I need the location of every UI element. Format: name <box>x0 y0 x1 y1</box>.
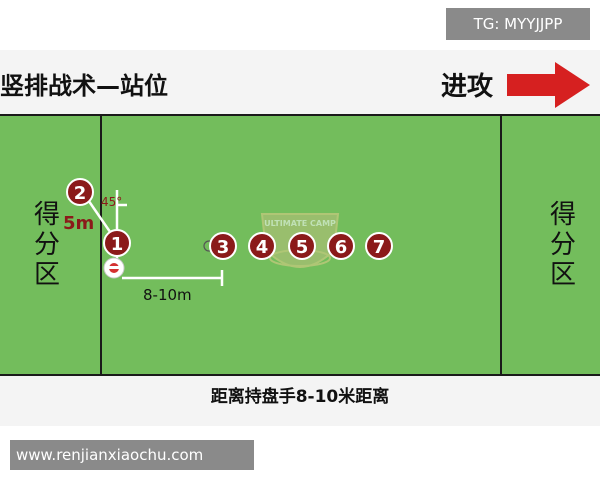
watermark-top: TG: MYYJJPP <box>446 8 590 40</box>
angle-label: 45° <box>101 195 122 209</box>
endzone-left-char-2: 分 <box>33 230 60 260</box>
player-number-6: 6 <box>335 237 348 258</box>
player-marker-6: 6 <box>327 232 355 260</box>
player-marker-4: 4 <box>248 232 276 260</box>
player-number-7: 7 <box>373 237 386 258</box>
attack-label: 进攻 <box>441 72 494 102</box>
player-marker-5: 5 <box>288 232 316 260</box>
player-marker-1: 1 <box>103 229 131 257</box>
player-marker-2: 2 <box>66 178 94 206</box>
left-endzone-line <box>100 116 102 374</box>
endzone-right-char-1: 得 <box>549 200 576 230</box>
player-marker-3: 3 <box>209 232 237 260</box>
diagram-caption: 距离持盘手8-10米距离 <box>210 387 390 407</box>
player-number-3: 3 <box>217 237 230 258</box>
endzone-left-char-1: 得 <box>33 200 60 230</box>
diagram-title: 竖排战术—站位 <box>0 72 168 100</box>
watermark-bottom: www.renjianxiaochu.com <box>10 440 254 470</box>
endzone-right-char-2: 分 <box>549 230 576 260</box>
endzone-right-label: 得 分 区 <box>548 200 578 290</box>
camp-logo-text: ULTIMATE CAMP <box>264 219 336 228</box>
right-endzone-line <box>500 116 502 374</box>
player-marker-7: 7 <box>365 232 393 260</box>
endzone-left-char-3: 区 <box>33 260 60 290</box>
distance-long-label: 8-10m <box>143 286 192 304</box>
attack-arrow-icon <box>507 62 590 108</box>
distance-short-label: 5m <box>63 213 94 234</box>
player-number-5: 5 <box>296 237 309 258</box>
player-number-4: 4 <box>256 237 269 258</box>
player-number-2: 2 <box>74 183 87 204</box>
player-number-1: 1 <box>111 234 124 255</box>
endzone-right-char-3: 区 <box>549 260 576 290</box>
endzone-left-label: 得 分 区 <box>32 200 62 290</box>
disc-icon <box>103 257 125 279</box>
